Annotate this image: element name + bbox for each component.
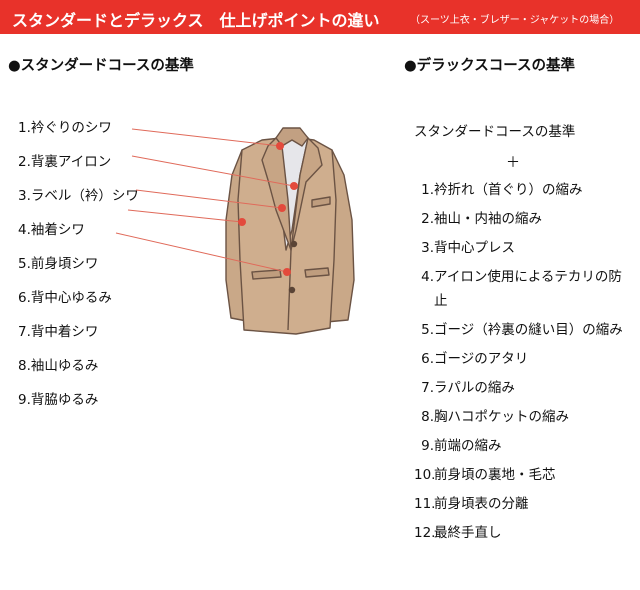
standard-list: 1.衿ぐりのシワ 2.背裏アイロン 3.ラベル（衿）シワ 4.袖着シワ 5.前身… — [18, 120, 139, 426]
standard-item-4: 4.袖着シワ — [18, 222, 85, 238]
item-number: 3. — [421, 240, 434, 256]
standard-item-9: 9.背脇ゆるみ — [18, 392, 99, 408]
standard-item-7: 7.背中着シワ — [18, 324, 99, 340]
item-text: ゴージのアタリ — [434, 351, 529, 367]
deluxe-heading: ●デラックスコースの基準 — [404, 58, 575, 74]
deluxe-item: 7.ラパルの縮み — [414, 376, 636, 400]
item-number: 11. — [414, 496, 436, 512]
deluxe-item: 8.胸ハコポケットの縮み — [414, 405, 636, 429]
item-text: 袖山・内袖の縮み — [434, 211, 542, 227]
item-text: 前端の縮み — [434, 438, 502, 454]
title-banner: スタンダードとデラックス 仕上げポイントの違い （スーツ上衣・ブレザー・ジャケッ… — [0, 0, 640, 34]
standard-item-6: 6.背中心ゆるみ — [18, 290, 112, 306]
plus-sign: ＋ — [506, 155, 520, 171]
deluxe-item: 11.前身頃表の分離 — [414, 492, 636, 516]
item-text: 衿折れ（首ぐり）の縮み — [434, 182, 583, 198]
deluxe-item: 6.ゴージのアタリ — [414, 347, 636, 371]
item-text: ゴージ（衿裏の縫い目）の縮み — [434, 322, 623, 338]
item-text: 背中心プレス — [434, 240, 515, 256]
item-number: 4. — [421, 269, 434, 285]
deluxe-item: 9.前端の縮み — [414, 434, 636, 458]
item-number: 9. — [421, 438, 434, 454]
button-icon — [288, 286, 296, 294]
deluxe-item: 1.衿折れ（首ぐり）の縮み — [414, 178, 636, 202]
standard-item-2: 2.背裏アイロン — [18, 154, 112, 170]
item-text: 胸ハコポケットの縮み — [434, 409, 569, 425]
item-text: 前身頃の裏地・毛芯 — [434, 467, 556, 483]
item-number: 10. — [414, 467, 436, 483]
deluxe-item: 3.背中心プレス — [414, 236, 636, 260]
item-number: 7. — [421, 380, 434, 396]
deluxe-item: 4.アイロン使用によるテカリの防止 — [414, 265, 636, 313]
item-number: 2. — [421, 211, 434, 227]
banner-subtitle: （スーツ上衣・ブレザー・ジャケットの場合） — [410, 15, 620, 26]
deluxe-item: 12.最終手直し — [414, 521, 636, 545]
standard-item-1: 1.衿ぐりのシワ — [18, 120, 112, 136]
item-text: アイロン使用によるテカリの防止 — [434, 269, 622, 309]
standard-heading: ●スタンダードコースの基準 — [8, 58, 194, 74]
deluxe-item: 10.前身頃の裏地・毛芯 — [414, 463, 636, 487]
item-number: 1. — [421, 182, 434, 198]
deluxe-item: 2.袖山・内袖の縮み — [414, 207, 636, 231]
item-number: 12. — [414, 525, 436, 541]
item-number: 5. — [421, 322, 434, 338]
deluxe-list: 1.衿折れ（首ぐり）の縮み 2.袖山・内袖の縮み 3.背中心プレス 4.アイロン… — [414, 178, 636, 550]
standard-item-5: 5.前身頃シワ — [18, 256, 99, 272]
deluxe-item: 5.ゴージ（衿裏の縫い目）の縮み — [414, 318, 636, 342]
item-number: 6. — [421, 351, 434, 367]
deluxe-basis: スタンダードコースの基準 — [414, 124, 576, 140]
item-text: ラパルの縮み — [434, 380, 515, 396]
button-icon — [290, 240, 298, 248]
item-text: 前身頃表の分離 — [434, 496, 529, 512]
deluxe-block: スタンダードコースの基準 ＋ 1.衿折れ（首ぐり）の縮み 2.袖山・内袖の縮み … — [414, 120, 623, 541]
standard-item-8: 8.袖山ゆるみ — [18, 358, 99, 374]
item-text: 最終手直し — [434, 525, 502, 541]
standard-item-3: 3.ラベル（衿）シワ — [18, 188, 139, 204]
item-number: 8. — [421, 409, 434, 425]
banner-title: スタンダードとデラックス 仕上げポイントの違い — [12, 11, 380, 30]
